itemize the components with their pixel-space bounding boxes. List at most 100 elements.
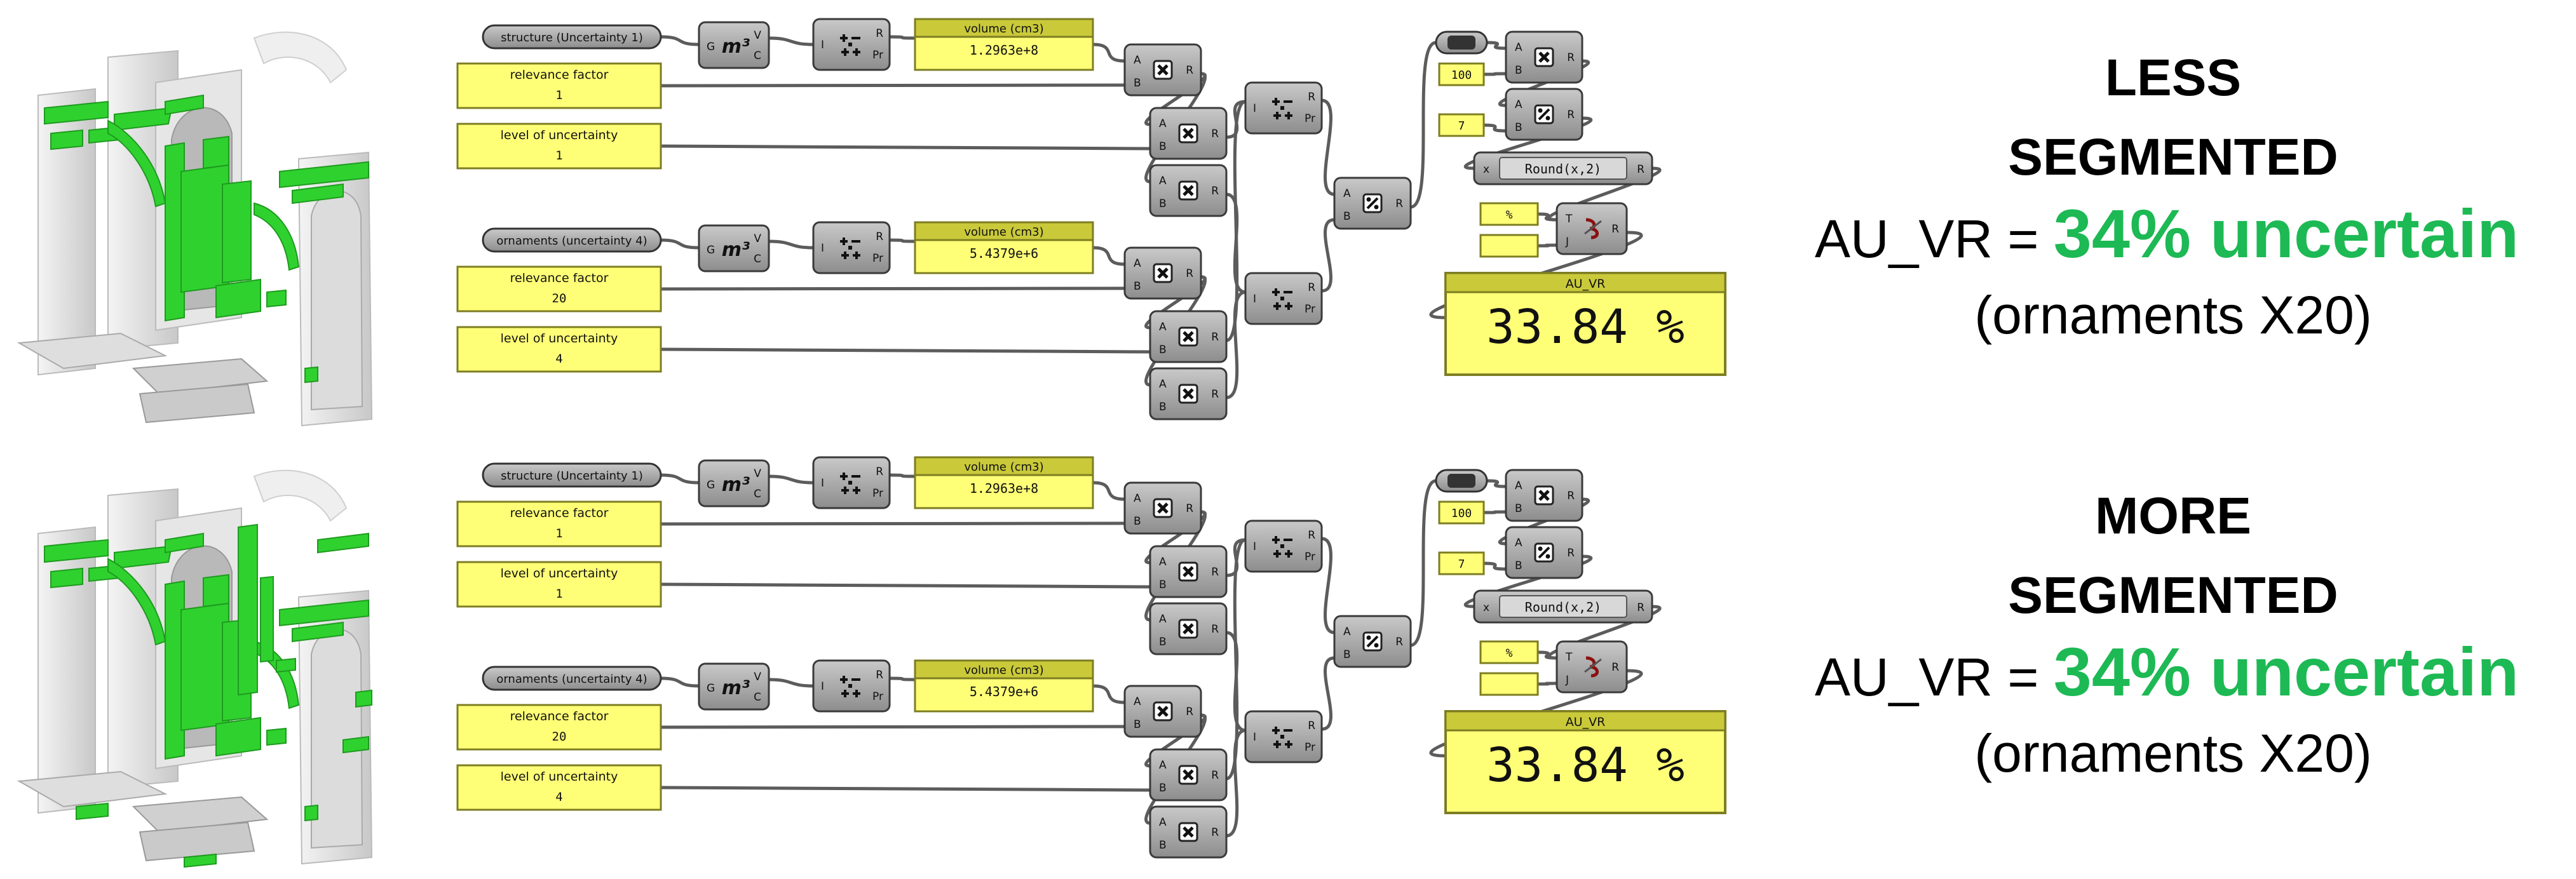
multiplication-icon xyxy=(1178,123,1198,144)
param-capsule[interactable] xyxy=(482,462,662,488)
constant-7-panel[interactable]: 7 xyxy=(1438,113,1485,137)
multiplication-component[interactable]: ABR xyxy=(1149,367,1228,420)
volume-panel[interactable]: volume (cm3)5.4379e+6 xyxy=(914,659,1094,713)
result-value: 34% uncertain xyxy=(2054,633,2519,710)
expression-field[interactable] xyxy=(1499,157,1627,180)
multiplication-component[interactable]: ABR xyxy=(1505,469,1583,522)
multiplication-component[interactable]: ABR xyxy=(1149,545,1228,598)
panel-body[interactable] xyxy=(1438,62,1485,86)
division-component[interactable]: ABR xyxy=(1333,177,1412,230)
panel-body[interactable] xyxy=(456,265,662,312)
param-capsule[interactable] xyxy=(482,227,662,253)
param-capsule[interactable] xyxy=(482,666,662,691)
separator-panel[interactable] xyxy=(1479,234,1539,258)
separator-panel[interactable] xyxy=(1479,672,1539,696)
merge-relay[interactable] xyxy=(1435,469,1488,493)
multiplication-component[interactable]: ABR xyxy=(1123,481,1202,535)
multiplication-component[interactable]: ABR xyxy=(1123,246,1202,300)
panel-body[interactable] xyxy=(1479,672,1539,696)
panel-body[interactable] xyxy=(456,764,662,811)
port-volume: V xyxy=(754,29,761,42)
multiplication-component[interactable]: ABR xyxy=(1149,107,1228,160)
icon-glyph xyxy=(1183,623,1194,634)
panel-body[interactable] xyxy=(1438,500,1485,525)
panel-body[interactable] xyxy=(1438,551,1485,575)
constant-100-panel[interactable]: 100 xyxy=(1438,62,1485,86)
concatenate-component[interactable]: TJR xyxy=(1556,202,1628,255)
component-body[interactable] xyxy=(698,224,770,272)
multiplication-component[interactable]: ABR xyxy=(1149,748,1228,802)
geometry-parameter[interactable]: ornaments (uncertainty 4) xyxy=(482,227,662,253)
panel-body[interactable] xyxy=(1479,234,1539,258)
geometry-parameter[interactable]: ornaments (uncertainty 4) xyxy=(482,666,662,691)
multiplication-component[interactable]: ABR xyxy=(1149,805,1228,859)
volume-panel[interactable]: volume (cm3)5.4379e+6 xyxy=(914,221,1094,274)
component-body[interactable] xyxy=(698,662,770,711)
merge-relay[interactable] xyxy=(1435,30,1488,55)
heading-line1: MORE xyxy=(2095,487,2251,545)
panel-body[interactable] xyxy=(456,62,662,109)
constant-100-panel[interactable]: 100 xyxy=(1438,500,1485,525)
panel-body[interactable] xyxy=(456,123,662,170)
division-component[interactable]: ABR xyxy=(1505,526,1583,579)
wire xyxy=(660,144,1151,151)
icon-glyph xyxy=(1157,706,1169,717)
geometry-parameter[interactable]: structure (Uncertainty 1) xyxy=(482,462,662,488)
ornament-fragment xyxy=(260,575,274,663)
component-body[interactable] xyxy=(698,21,770,69)
panel-body[interactable] xyxy=(1438,113,1485,137)
multiplication-component[interactable]: ABR xyxy=(1123,685,1202,738)
param-capsule[interactable] xyxy=(482,24,662,50)
geometry-label: ornaments (uncertainty 4) xyxy=(496,673,647,686)
expression-field[interactable] xyxy=(1499,595,1627,618)
volume-panel[interactable]: volume (cm3)1.2963e+8 xyxy=(914,18,1094,71)
constant-7-panel[interactable]: 7 xyxy=(1438,551,1485,575)
panel-body[interactable] xyxy=(456,326,662,373)
panel-body[interactable] xyxy=(456,500,662,547)
division-component[interactable]: ABR xyxy=(1333,615,1412,668)
multiplication-component[interactable]: ABR xyxy=(1123,43,1202,97)
panel-body[interactable] xyxy=(456,704,662,751)
volume-panel[interactable]: volume (cm3)1.2963e+8 xyxy=(914,456,1094,509)
panel-body[interactable] xyxy=(1479,202,1539,226)
multiplication-component[interactable]: ABR xyxy=(1149,310,1228,363)
division-component[interactable]: ABR xyxy=(1505,88,1583,141)
percent-symbol-panel[interactable]: % xyxy=(1479,640,1539,664)
panel-body[interactable] xyxy=(456,561,662,608)
multiplication-component[interactable]: ABR xyxy=(1505,30,1583,84)
component-body[interactable] xyxy=(698,459,770,507)
percent-symbol-panel[interactable]: % xyxy=(1479,202,1539,226)
port-centroid: C xyxy=(754,691,761,704)
panel-body[interactable] xyxy=(1479,640,1539,664)
multiplication-component[interactable]: ABR xyxy=(1149,164,1228,217)
concatenate-component[interactable]: TJR xyxy=(1556,640,1628,694)
wire xyxy=(660,347,1151,354)
geometry-parameter[interactable]: structure (Uncertainty 1) xyxy=(482,24,662,50)
multiplication-component[interactable]: ABR xyxy=(1149,602,1228,655)
